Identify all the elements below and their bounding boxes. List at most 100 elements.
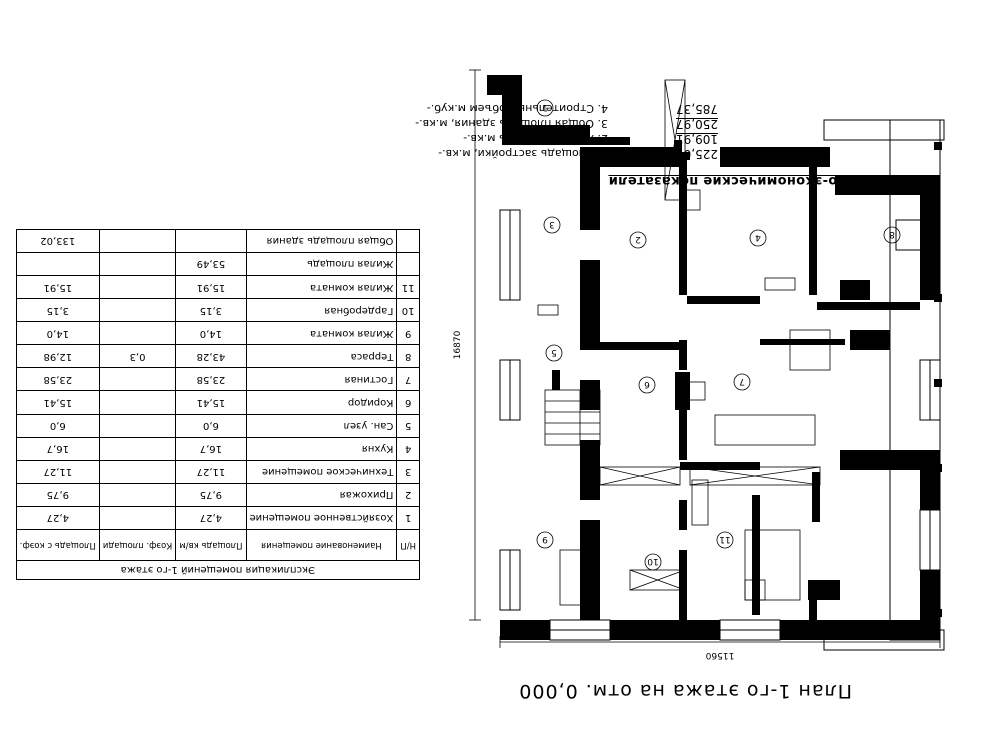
room-area-coef: 4,27 <box>16 506 100 530</box>
wardrobe-rows <box>599 79 821 591</box>
tep-label-2: 2. Жилая площадь м.кв.- <box>463 132 608 145</box>
table-row: 1 Хозяйственное помещение 4,27 4,27 <box>16 506 420 530</box>
terrace-posts <box>934 142 942 617</box>
explication-caption: Экспликация помещений 1-го этажа <box>16 560 420 580</box>
room-number-6: 6 <box>644 379 650 389</box>
empty-cell <box>396 229 420 253</box>
room-area: 9,75 <box>175 483 247 507</box>
row-number: 7 <box>396 367 420 391</box>
total-area-value: 133,02 <box>16 229 100 253</box>
room-area: 23,58 <box>175 367 247 391</box>
room-coef <box>99 390 176 415</box>
empty-cell <box>99 229 176 253</box>
room-area-coef: 14,0 <box>16 321 100 345</box>
room-coef <box>99 437 176 461</box>
room-name: Кухня <box>246 437 397 461</box>
room-number-11: 11 <box>719 534 730 544</box>
room-numbers <box>536 99 901 571</box>
table-row: 10 Гардеробная 3,15 3,15 <box>16 298 420 322</box>
room-name: Хозяйственное помещение <box>246 506 397 530</box>
room-name: Прихожая <box>246 483 397 507</box>
room-area-coef: 15,41 <box>16 390 100 415</box>
room-area-coef: 23,58 <box>16 367 100 391</box>
room-coef <box>99 275 176 299</box>
room-name: Жилая комната <box>246 321 397 345</box>
room-number-8: 8 <box>889 229 895 239</box>
row-number: 5 <box>396 414 420 438</box>
table-row: 8 Терраса 43,28 0,3 12,98 <box>16 344 420 368</box>
room-area-coef: 3,15 <box>16 298 100 322</box>
row-number: 3 <box>396 460 420 484</box>
room-area-coef: 16,7 <box>16 437 100 461</box>
furniture <box>537 189 831 606</box>
windows <box>499 209 941 641</box>
table-row: 3 Техническое помещение 11,27 11,27 <box>16 460 420 484</box>
tep-label-1: 1. Площадь застройки, м.кв.- <box>438 147 608 160</box>
room-coef <box>99 321 176 345</box>
room-number-5: 5 <box>551 347 557 357</box>
room-number-2: 2 <box>635 234 641 244</box>
room-area: 6,0 <box>175 414 247 438</box>
height-dimension-label: 16870 <box>453 330 463 359</box>
room-name: Коридор <box>246 390 397 415</box>
row-number: 2 <box>396 483 420 507</box>
room-coef <box>99 414 176 438</box>
row-number: 6 <box>396 390 420 415</box>
room-coef <box>99 483 176 507</box>
total-area-row: Общая площадь здания 133,02 <box>16 229 420 253</box>
row-number: 4 <box>396 437 420 461</box>
living-area-label: Жилая площадь <box>246 252 397 276</box>
room-area: 43,28 <box>175 344 247 368</box>
living-area-value: 53,49 <box>175 252 247 276</box>
room-area-coef: 15,91 <box>16 275 100 299</box>
room-number-7: 7 <box>739 376 745 386</box>
row-number: 8 <box>396 344 420 368</box>
room-name: Терраса <box>246 344 397 368</box>
tep-value-3: 250,97 <box>676 117 718 131</box>
room-number-9: 9 <box>542 534 548 544</box>
living-area-row: Жилая площадь 53,49 <box>16 252 420 276</box>
room-name: Гардеробная <box>246 298 397 322</box>
room-area-coef: 9,75 <box>16 483 100 507</box>
table-row: 6 Коридор 15,41 15,41 <box>16 390 420 415</box>
staircase <box>544 389 601 446</box>
header-area-coef: Площадь с коэф. <box>16 529 100 561</box>
empty-cell <box>16 252 100 276</box>
room-area: 4,27 <box>175 506 247 530</box>
dimension-lines <box>469 69 941 648</box>
table-row: 5 Сан. узел 6,0 6,0 <box>16 414 420 438</box>
header-coef: Коэф. площади <box>99 529 176 561</box>
row-number: 10 <box>396 298 420 322</box>
explication-table: Экспликация помещений 1-го этажа Н/П Наи… <box>16 229 420 580</box>
tep-label-4: 4. Строительный объем м.куб.- <box>426 102 608 115</box>
table-row: 2 Прихожая 9,75 9,75 <box>16 483 420 507</box>
room-area: 3,15 <box>175 298 247 322</box>
table-row: 4 Кухня 16,7 16,7 <box>16 437 420 461</box>
tep-value-2: 109,91 <box>676 132 718 146</box>
room-name: Жилая комната <box>246 275 397 299</box>
room-area-coef: 6,0 <box>16 414 100 438</box>
table-row: 11 Жилая комната 15,91 15,91 <box>16 275 420 299</box>
row-number: 9 <box>396 321 420 345</box>
room-name: Техническое помещение <box>246 460 397 484</box>
room-number-3: 3 <box>549 219 555 229</box>
room-number-labels: 1 2 3 4 5 6 7 8 9 10 11 <box>542 102 895 566</box>
room-coef <box>99 367 176 391</box>
header-area: Площадь кв/м <box>175 529 247 561</box>
room-area: 11,27 <box>175 460 247 484</box>
room-number-1: 1 <box>542 102 548 112</box>
tep-value-4: 785,37 <box>676 102 718 116</box>
row-number: 1 <box>396 506 420 530</box>
tep-label-3: 3. Общая площадь здания, м.кв.- <box>415 117 608 130</box>
tep-title: Технико-экономические показатели <box>608 173 892 188</box>
table-row: 7 Гостиная 23,58 23,58 <box>16 367 420 391</box>
empty-cell <box>99 252 176 276</box>
row-number: 11 <box>396 275 420 299</box>
tep-value-1: 225,04 <box>676 147 718 161</box>
room-number-4: 4 <box>755 232 761 242</box>
room-name: Сан. узел <box>246 414 397 438</box>
room-number-10: 10 <box>647 556 659 566</box>
room-name: Гостиная <box>246 367 397 391</box>
